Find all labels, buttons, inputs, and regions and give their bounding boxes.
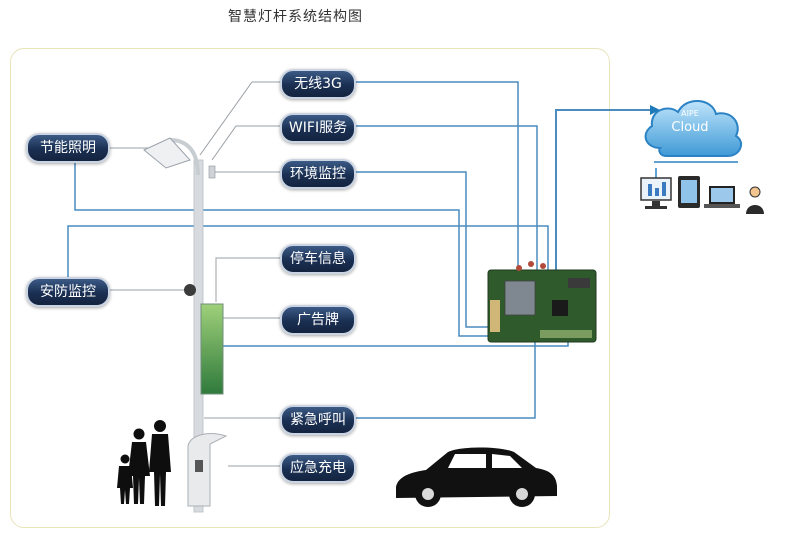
wire-group [67,81,660,419]
terminal-devices [640,176,764,214]
cloud-shape [644,100,743,157]
cloud-group: AIPE Cloud [644,100,743,182]
connector-parking-info [215,257,281,302]
emergency-charging-label: 应急充电 [280,453,356,483]
billboard-label: 广告牌 [280,305,356,335]
energy-saving-lighting-label: 节能照明 [26,133,110,163]
parking-info-label: 停车信息 [280,244,356,274]
wifi-service-label: WIFI服务 [280,113,356,143]
wire-security-monitor [67,225,549,290]
cloud-name-label: Cloud [671,120,708,135]
connector-wireless-3g [199,81,281,156]
arrow-to-cloud [650,105,660,115]
security-camera [184,284,196,296]
security-monitor-label: 安防监控 [26,277,110,307]
wireless-3g-label: 无线3G [280,69,356,99]
sensor-box [208,165,216,179]
wire-wireless-3g [352,81,519,272]
street-lamp-head [143,137,191,169]
diagram-title: 智慧灯杆系统结构图 [228,9,363,25]
wire-emergency-call [352,340,536,419]
family-silhouette [117,420,171,506]
cloud-brand-label: AIPE [681,109,699,118]
emergency-call-label: 紧急呼叫 [280,405,356,435]
wire-wifi-service [352,125,538,272]
wire-energy-saving-lighting [74,162,492,337]
connector-wifi-service [211,125,281,161]
environment-monitor-label: 环境监控 [280,159,356,189]
charging-station [187,433,228,507]
controller-board [487,261,597,343]
light-pole [143,137,228,513]
wire-board-to-cloud [555,109,652,272]
user-icon [749,186,761,198]
car-silhouette [396,447,557,507]
billboard-screen [200,303,224,395]
pole-arm [169,138,200,176]
charging-socket [195,460,203,472]
wire-environment-monitor [352,171,492,328]
